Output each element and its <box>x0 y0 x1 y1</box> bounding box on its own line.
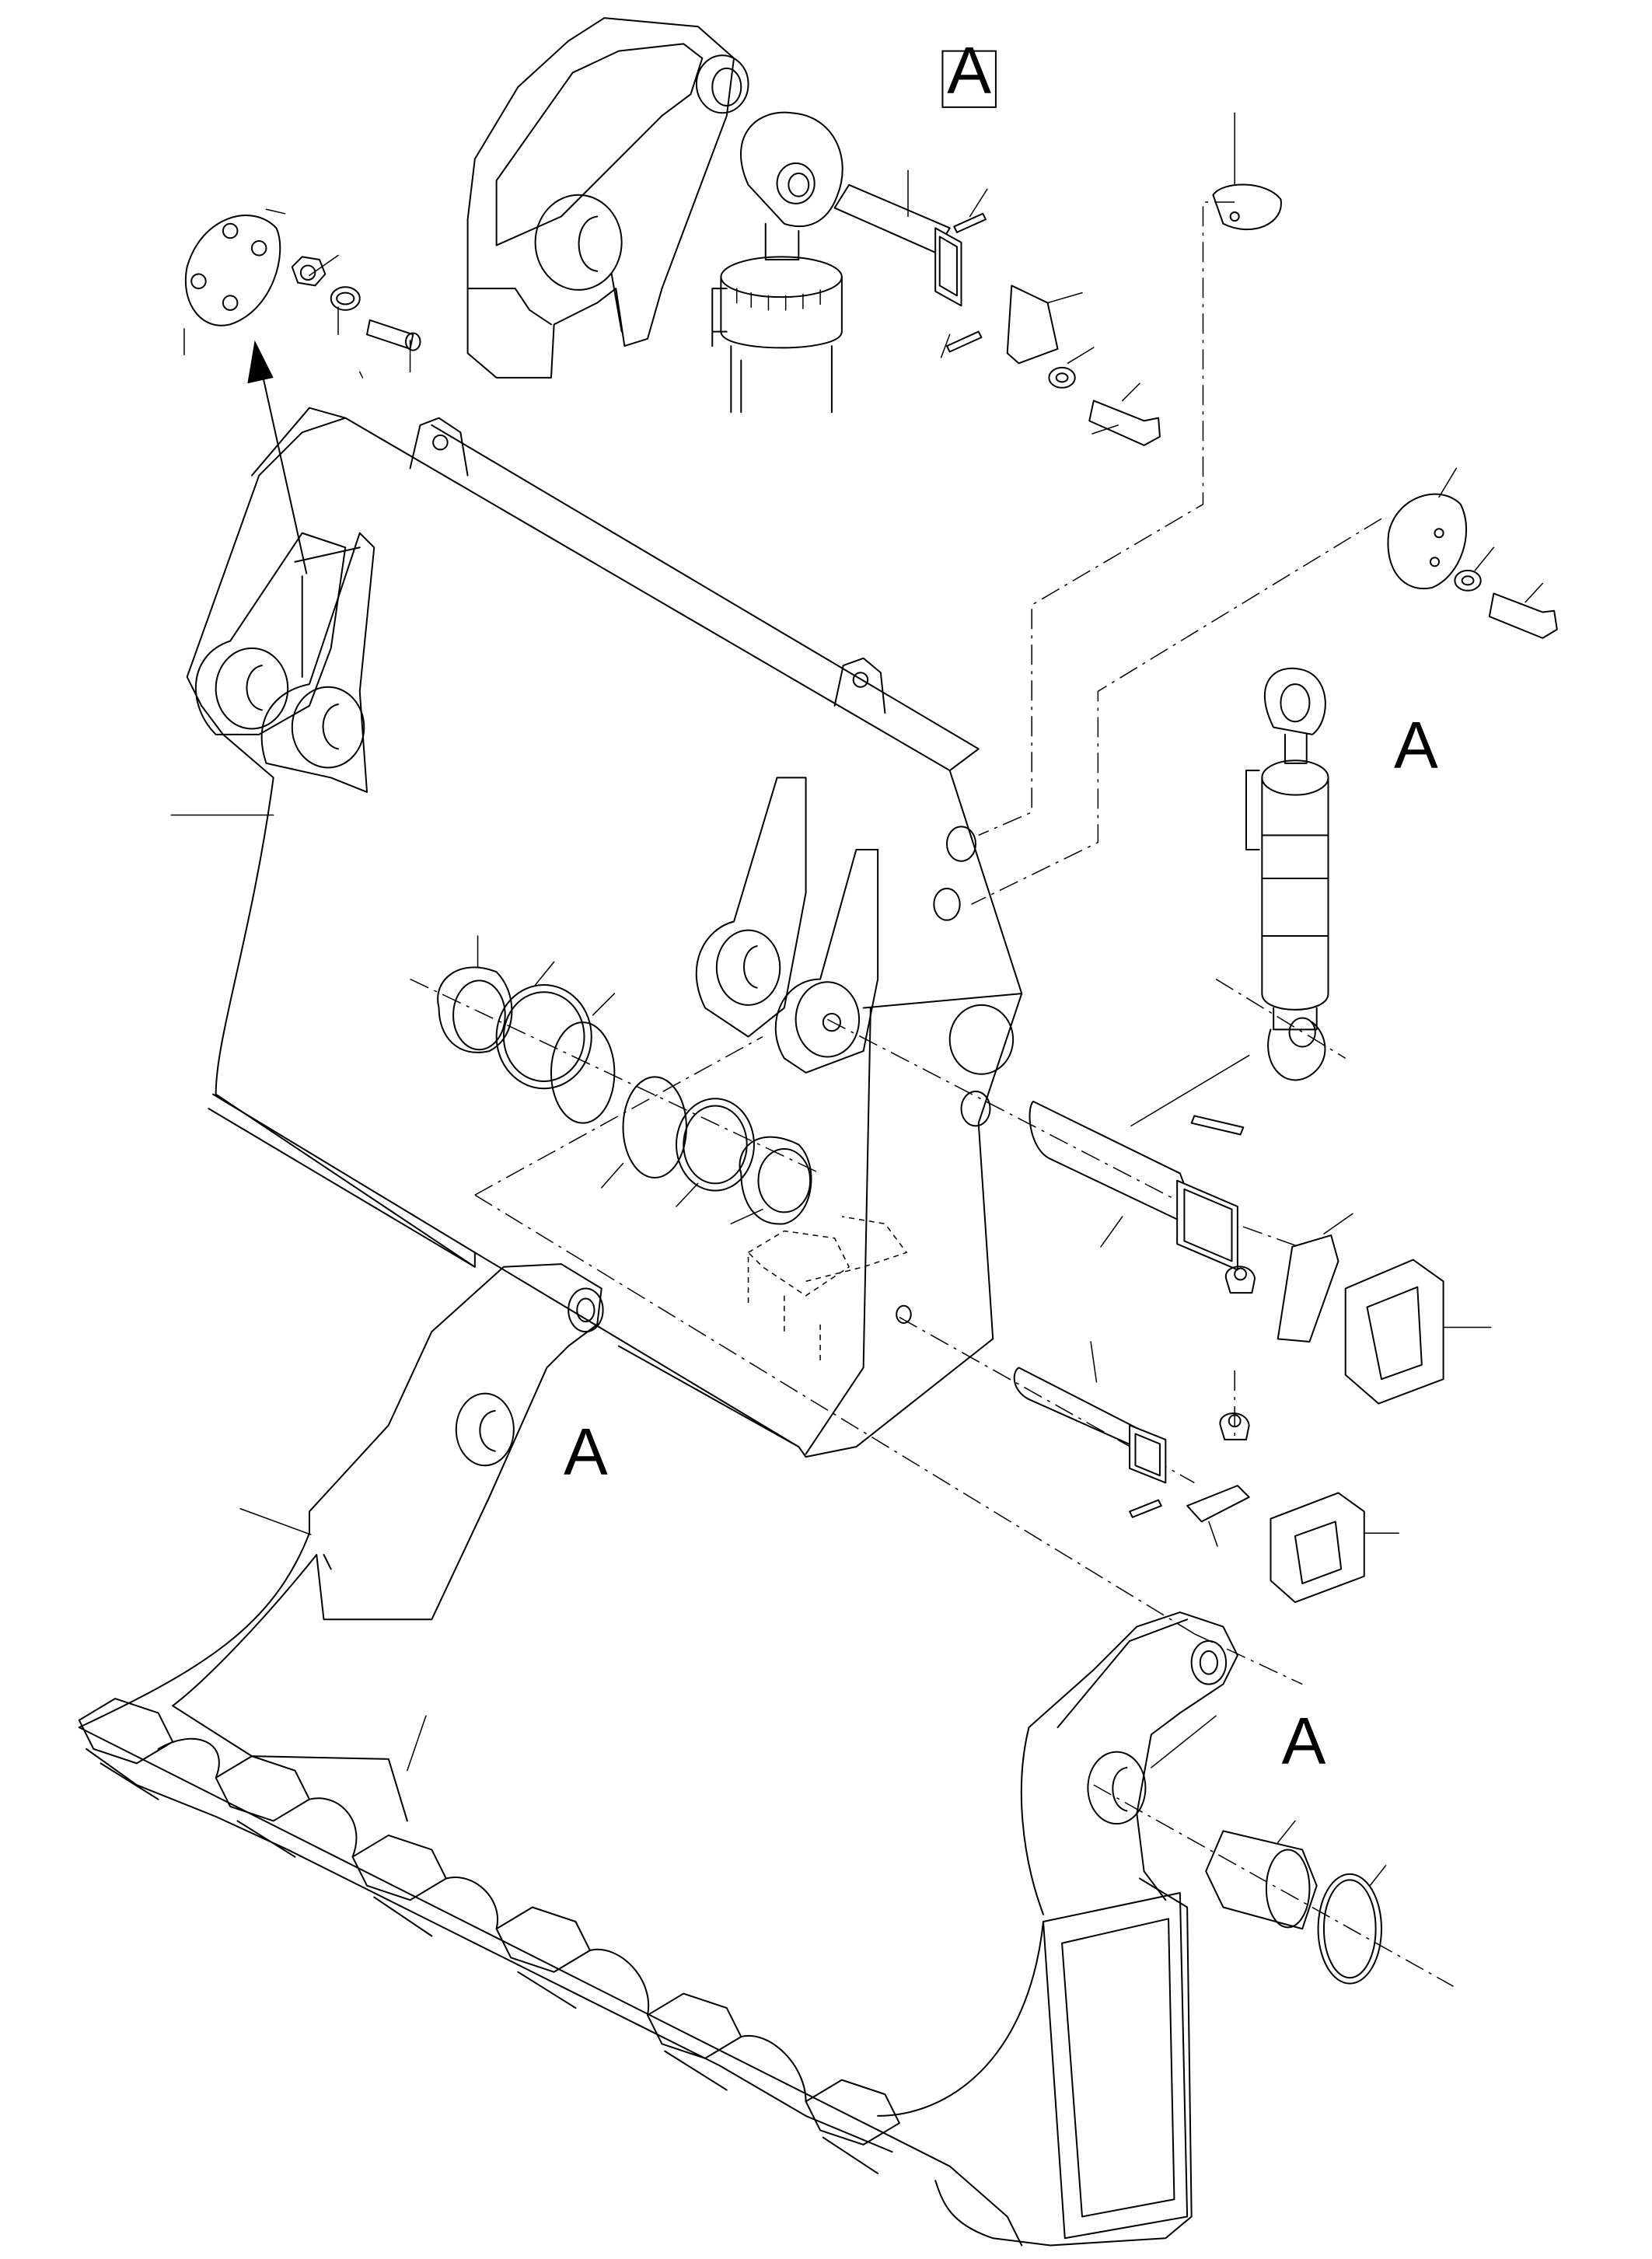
bucket-teeth <box>79 1699 899 2173</box>
pins-and-retainers <box>1015 1102 1444 1602</box>
bucket <box>79 1264 1238 2245</box>
direction-arrow <box>247 340 306 574</box>
pin-bushing-set <box>438 967 811 1224</box>
top-cylinder <box>712 113 842 413</box>
view-labels: A A A A <box>564 33 1438 1778</box>
top-hardware <box>186 184 1281 445</box>
view-label-cylinder: A <box>1394 708 1438 782</box>
boom-arm <box>468 18 749 378</box>
leader-lines <box>171 113 1542 1885</box>
hidden-details <box>749 1217 907 1360</box>
side-cylinder <box>1246 669 1329 1081</box>
lower-bushing <box>1206 1831 1381 1983</box>
bucket-frame <box>187 408 1022 1457</box>
view-label-boxed: A <box>947 33 991 107</box>
view-label-arm-right: A <box>1282 1704 1326 1778</box>
view-label-box <box>942 51 995 107</box>
view-label-arm-left: A <box>564 1415 608 1489</box>
right-hardware <box>1388 494 1556 638</box>
